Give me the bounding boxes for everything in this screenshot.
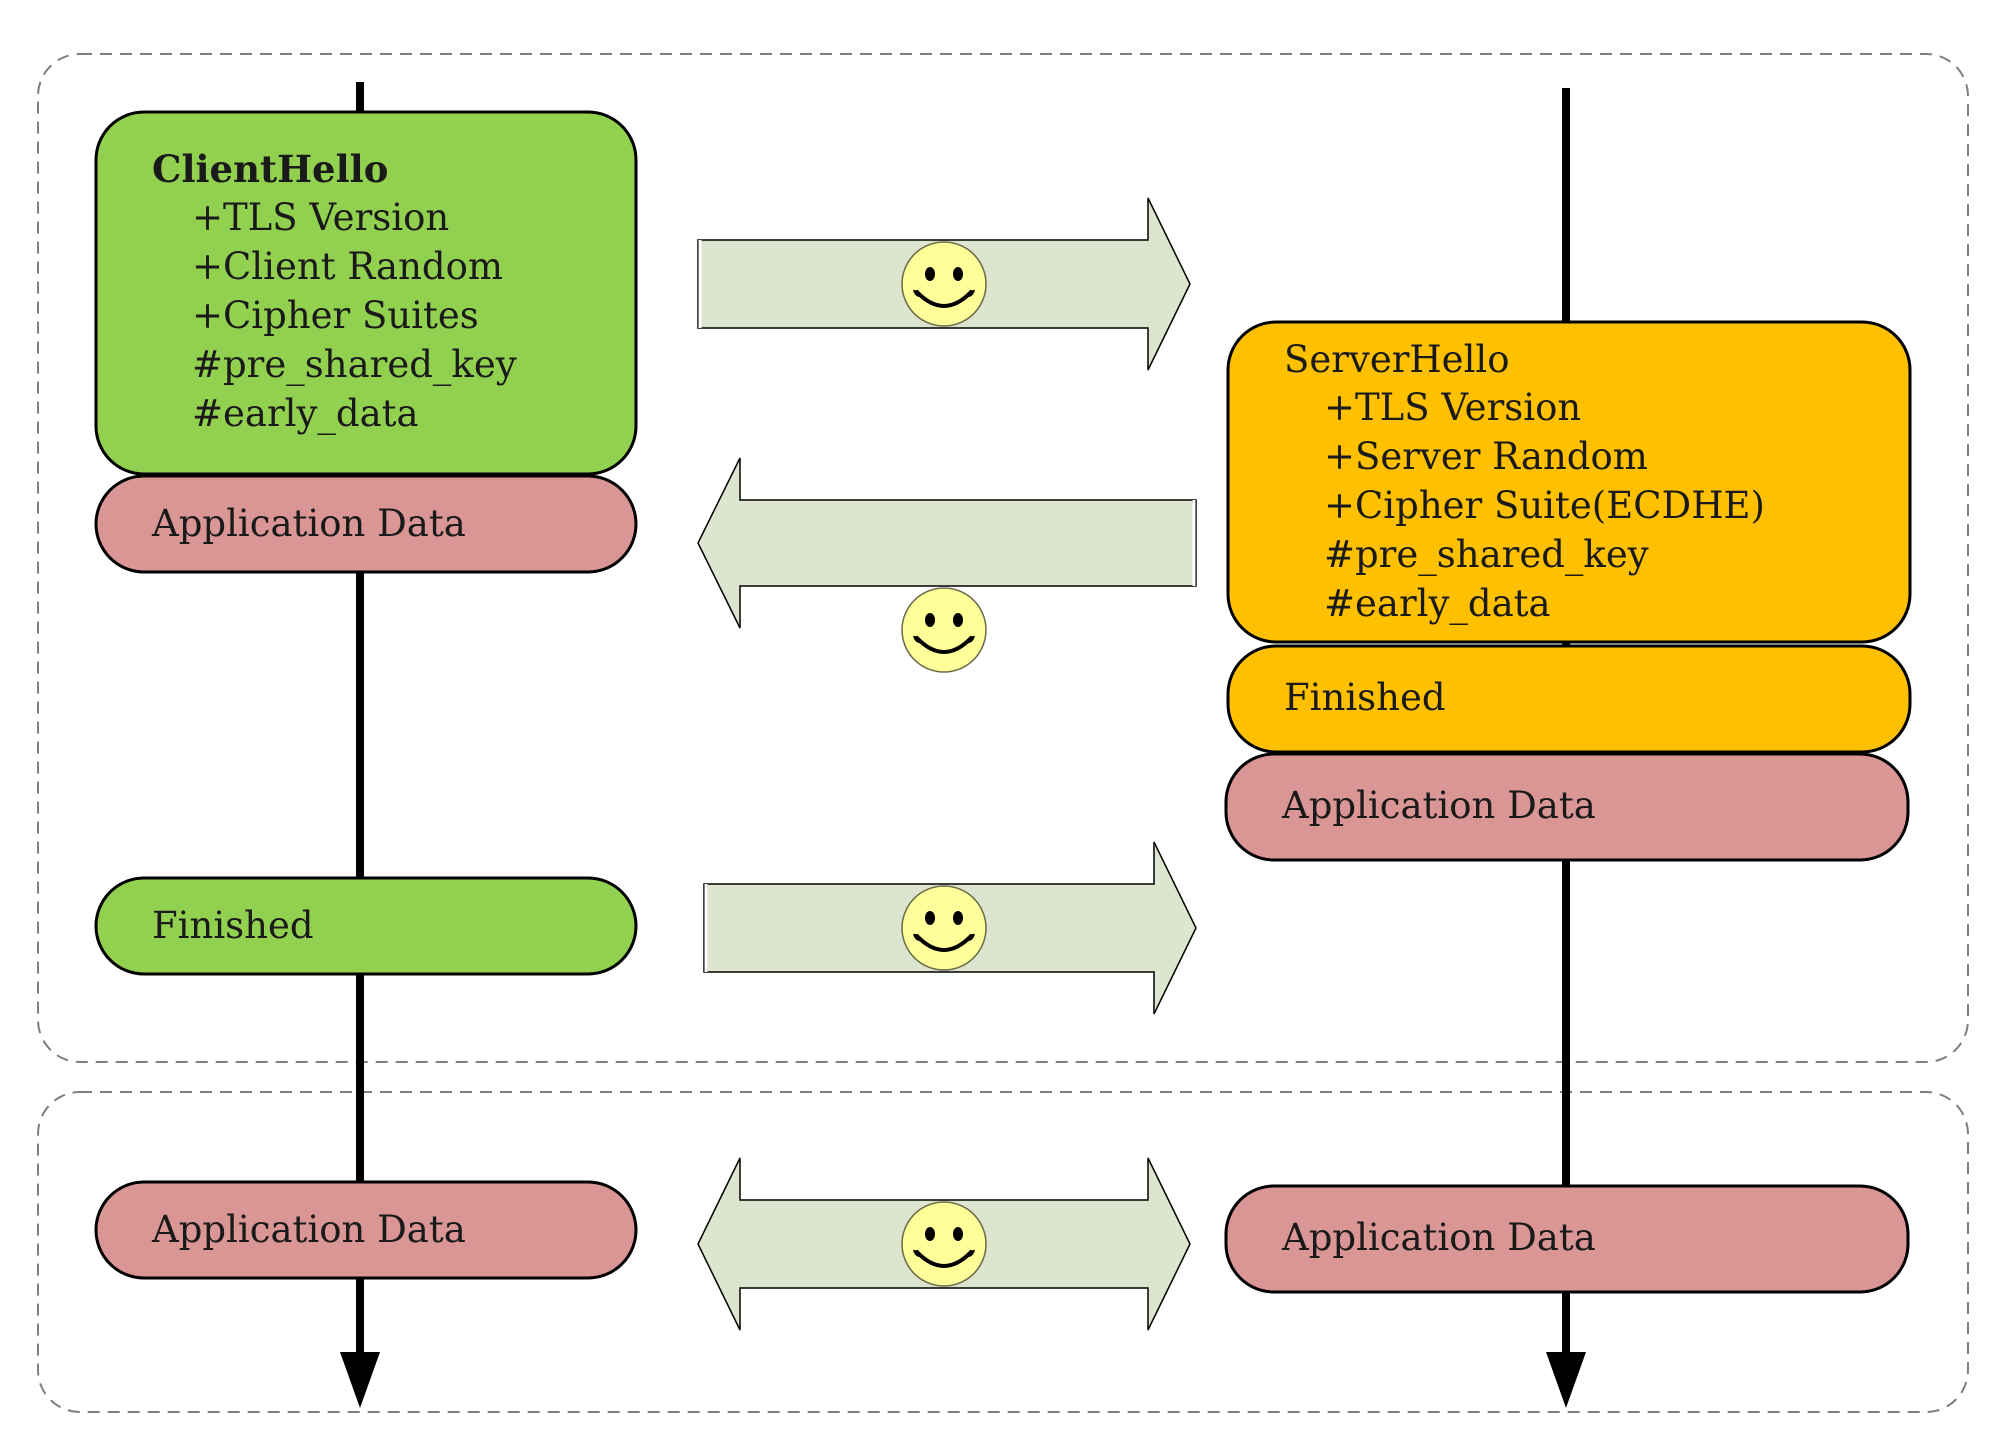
smiley-face-icon <box>900 1200 988 1288</box>
client-hello-line: +Client Random <box>192 245 503 288</box>
client-hello-line: #pre_shared_key <box>192 343 517 387</box>
server-hello-box: ServerHello +TLS Version +Server Random … <box>1226 320 1912 644</box>
client-early-app-data-box: Application Data <box>94 474 638 574</box>
client-finished-label: Finished <box>152 904 314 947</box>
smiley-face-icon <box>900 586 988 674</box>
client-finished-box: Finished <box>94 876 638 976</box>
server-early-app-data-box: Application Data <box>1224 752 1910 862</box>
server-hello-line: +Server Random <box>1324 435 1648 478</box>
server-app-data-box: Application Data <box>1224 1184 1910 1294</box>
client-hello-line: +Cipher Suites <box>192 294 479 337</box>
client-early-app-data-label: Application Data <box>151 502 466 545</box>
client-hello-title: ClientHello <box>152 147 388 191</box>
server-finished-box: Finished <box>1226 644 1912 754</box>
server-hello-line: +TLS Version <box>1324 386 1581 429</box>
server-early-app-data-label: Application Data <box>1281 784 1596 827</box>
server-hello-line: +Cipher Suite(ECDHE) <box>1324 484 1765 527</box>
server-hello-title: ServerHello <box>1284 338 1510 381</box>
server-timeline-arrowhead <box>1546 1352 1586 1408</box>
server-hello-line: #pre_shared_key <box>1324 533 1649 577</box>
client-hello-line: +TLS Version <box>192 196 449 239</box>
client-hello-line: #early_data <box>192 392 419 436</box>
handshake-phase-frame <box>37 53 1969 1063</box>
client-app-data-label: Application Data <box>151 1208 466 1251</box>
client-app-data-box: Application Data <box>94 1180 638 1280</box>
server-finished-label: Finished <box>1284 676 1446 719</box>
client-hello-box: ClientHello +TLS Version +Client Random … <box>94 110 638 476</box>
client-timeline-arrowhead <box>340 1352 380 1408</box>
application-phase-frame <box>37 1091 1969 1413</box>
smiley-face-icon <box>900 240 988 328</box>
server-app-data-label: Application Data <box>1281 1216 1596 1259</box>
server-hello-line: #early_data <box>1324 582 1551 626</box>
smiley-face-icon <box>900 884 988 972</box>
arrow-left-icon <box>697 457 1197 629</box>
